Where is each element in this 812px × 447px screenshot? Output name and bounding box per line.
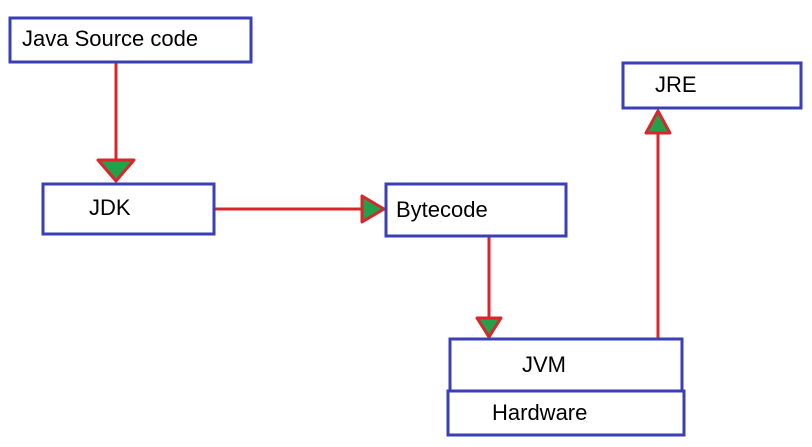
arrow-head-down-icon bbox=[475, 316, 503, 339]
edge-bytecode-to-jvm bbox=[475, 236, 503, 339]
node-java-source-code: Java Source code bbox=[8, 16, 253, 64]
node-java-source-code-label: Java Source code bbox=[22, 26, 198, 51]
node-jre: JRE bbox=[621, 61, 803, 110]
node-jdk: JDK bbox=[41, 182, 216, 236]
arrow-head-down-icon bbox=[96, 158, 136, 183]
node-jre-label: JRE bbox=[655, 72, 697, 97]
node-bytecode: Bytecode bbox=[384, 182, 568, 238]
node-hardware: Hardware bbox=[446, 389, 686, 437]
node-hardware-label: Hardware bbox=[492, 400, 587, 425]
node-jvm: JVM bbox=[448, 337, 684, 393]
arrow-head-up-icon bbox=[644, 109, 672, 135]
node-jvm-label: JVM bbox=[522, 352, 566, 377]
edge-jdk-to-bytecode bbox=[214, 194, 386, 224]
node-jdk-label: JDK bbox=[89, 195, 131, 220]
node-bytecode-label: Bytecode bbox=[396, 197, 488, 222]
edge-java-source-to-jdk bbox=[96, 62, 136, 183]
arrow-head-right-icon bbox=[360, 194, 386, 224]
edge-jvm-to-jre bbox=[644, 109, 672, 339]
